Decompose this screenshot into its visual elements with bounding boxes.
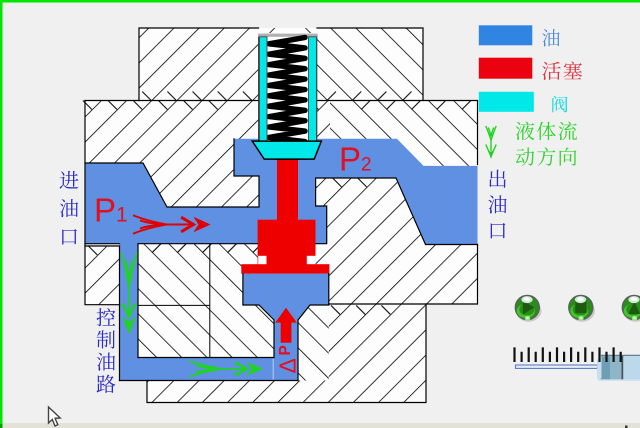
svg-text:P: P bbox=[277, 345, 294, 355]
svg-text:Δ: Δ bbox=[275, 358, 301, 373]
